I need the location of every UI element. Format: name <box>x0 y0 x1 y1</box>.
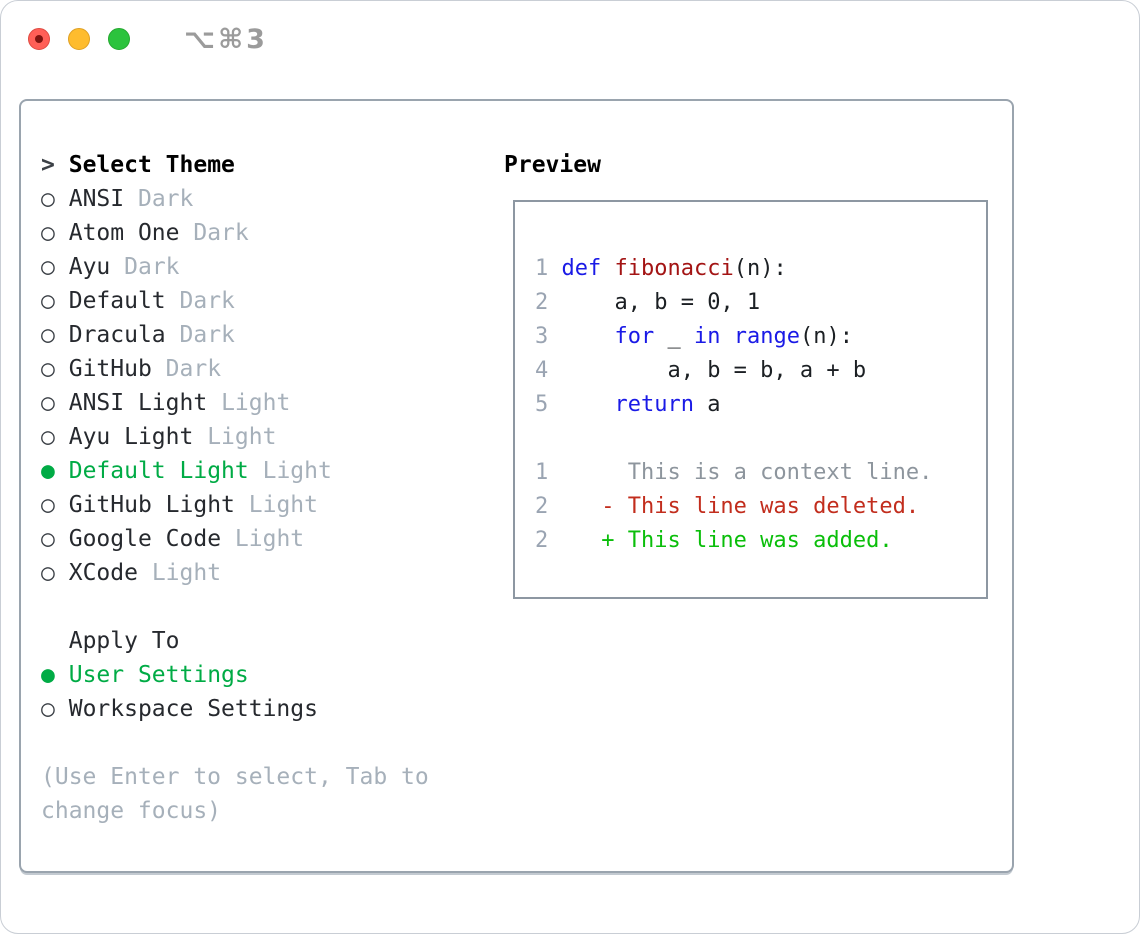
variant-label: Dark <box>179 322 235 348</box>
radio-unselected-icon: ○ <box>41 696 55 722</box>
line-number: 2 <box>535 290 549 315</box>
code-preview: 1 def fibonacci(n): 2 a, b = 0, 1 3 for _ … <box>535 252 986 558</box>
theme-option[interactable]: ○ Ayu Dark <box>41 250 504 284</box>
variant-label: Dark <box>165 356 222 382</box>
radio-selected-icon: ● <box>41 662 55 688</box>
theme-option[interactable]: ○ GitHub Light Light <box>41 488 504 522</box>
radio-unselected-icon: ○ <box>41 220 55 246</box>
theme-list: ○ ANSI Dark○ Atom One Dark○ Ayu Dark○ De… <box>41 182 504 590</box>
theme-option[interactable]: ○ ANSI Light Light <box>41 386 504 420</box>
apply-to-title: Apply To <box>68 628 180 654</box>
variant-label: Dark <box>179 288 235 314</box>
variant-label: Light <box>207 424 277 450</box>
option-label: GitHub <box>68 356 152 382</box>
window-title: ⌥⌘3 <box>184 23 268 55</box>
option-label: ANSI Light <box>68 390 208 416</box>
theme-option[interactable]: ○ GitHub Dark <box>41 352 504 386</box>
close-dot-icon <box>35 35 43 43</box>
close-button[interactable] <box>28 28 50 50</box>
radio-unselected-icon: ○ <box>41 186 55 212</box>
minimize-button[interactable] <box>68 28 90 50</box>
titlebar: ⌥⌘3 <box>28 24 268 55</box>
code-line: 2 - This line was deleted. <box>535 494 920 519</box>
radio-unselected-icon: ○ <box>41 424 55 450</box>
variant-label: Dark <box>137 186 194 212</box>
radio-unselected-icon: ○ <box>41 288 55 314</box>
option-label: Default <box>68 288 166 314</box>
line-number: 5 <box>535 392 549 417</box>
radio-unselected-icon: ○ <box>41 560 55 586</box>
theme-option[interactable]: ○ Atom One Dark <box>41 216 504 250</box>
zoom-button[interactable] <box>108 28 130 50</box>
line-number: 2 <box>535 494 549 519</box>
variant-label: Light <box>262 458 332 484</box>
radio-unselected-icon: ○ <box>41 390 55 416</box>
option-label: Dracula <box>68 322 166 348</box>
preview-title: Preview <box>504 152 601 178</box>
apply-to-list: ● User Settings○ Workspace Settings <box>41 658 504 726</box>
spacer <box>41 726 504 760</box>
theme-option[interactable]: ○ Dracula Dark <box>41 318 504 352</box>
apply-to-header: Apply To <box>41 624 504 658</box>
preview-header: Preview <box>504 148 992 182</box>
variant-label: Light <box>248 492 318 518</box>
preview-pane: Preview 1 def fibonacci(n): 2 a, b = 0, 1… <box>504 148 992 871</box>
theme-selector-pane: > Select Theme ○ ANSI Dark○ Atom One Dar… <box>41 148 504 871</box>
option-label: User Settings <box>68 662 249 688</box>
variant-label: Light <box>151 560 222 586</box>
spacer <box>41 590 504 624</box>
code-line: 1 This is a context line. <box>535 460 933 485</box>
radio-unselected-icon: ○ <box>41 492 55 518</box>
code-line: 3 for _ in range(n): <box>535 324 853 349</box>
line-number <box>535 426 548 451</box>
option-label: Workspace Settings <box>68 696 318 722</box>
line-number: 1 <box>535 256 549 281</box>
option-label: XCode <box>68 560 138 586</box>
variant-label: Dark <box>124 254 180 280</box>
code-line: 2 a, b = 0, 1 <box>535 290 761 315</box>
option-label: Ayu <box>68 254 111 280</box>
code-line: 1 def fibonacci(n): <box>535 256 787 281</box>
code-line: 4 a, b = b, a + b <box>535 358 867 383</box>
option-label: Ayu Light <box>68 424 194 450</box>
radio-unselected-icon: ○ <box>41 322 55 348</box>
radio-selected-icon: ● <box>41 458 55 484</box>
option-label: GitHub Light <box>68 492 235 518</box>
prompt-icon: > <box>41 152 55 178</box>
select-theme-title: Select Theme <box>68 152 235 178</box>
radio-unselected-icon: ○ <box>41 254 55 280</box>
theme-option[interactable]: ○ ANSI Dark <box>41 182 504 216</box>
help-text: (Use Enter to select, Tab to change focu… <box>41 764 429 824</box>
select-theme-header: > Select Theme <box>41 148 504 182</box>
code-line <box>535 422 986 456</box>
variant-label: Light <box>234 526 305 552</box>
theme-option[interactable]: ○ Google Code Light <box>41 522 504 556</box>
preview-box: 1 def fibonacci(n): 2 a, b = 0, 1 3 for _ … <box>513 200 988 599</box>
theme-option[interactable]: ○ XCode Light <box>41 556 504 590</box>
theme-option[interactable]: ○ Default Dark <box>41 284 504 318</box>
line-number: 2 <box>535 528 549 553</box>
line-number: 4 <box>535 358 549 383</box>
theme-picker-panel: > Select Theme ○ ANSI Dark○ Atom One Dar… <box>19 99 1014 873</box>
option-label: Default Light <box>68 458 249 484</box>
option-label: Atom One <box>68 220 180 246</box>
apply-to-option[interactable]: ● User Settings <box>41 658 504 692</box>
line-number: 3 <box>535 324 549 349</box>
line-number: 1 <box>535 460 549 485</box>
option-label: Google Code <box>68 526 222 552</box>
variant-label: Dark <box>193 220 249 246</box>
radio-unselected-icon: ○ <box>41 526 55 552</box>
option-label: ANSI <box>68 186 125 212</box>
code-line: 2 + This line was added. <box>535 528 893 553</box>
theme-option[interactable]: ○ Ayu Light Light <box>41 420 504 454</box>
variant-label: Light <box>221 390 291 416</box>
apply-to-option[interactable]: ○ Workspace Settings <box>41 692 504 726</box>
code-line: 5 return a <box>535 392 721 417</box>
radio-unselected-icon: ○ <box>41 356 55 382</box>
theme-option[interactable]: ● Default Light Light <box>41 454 504 488</box>
